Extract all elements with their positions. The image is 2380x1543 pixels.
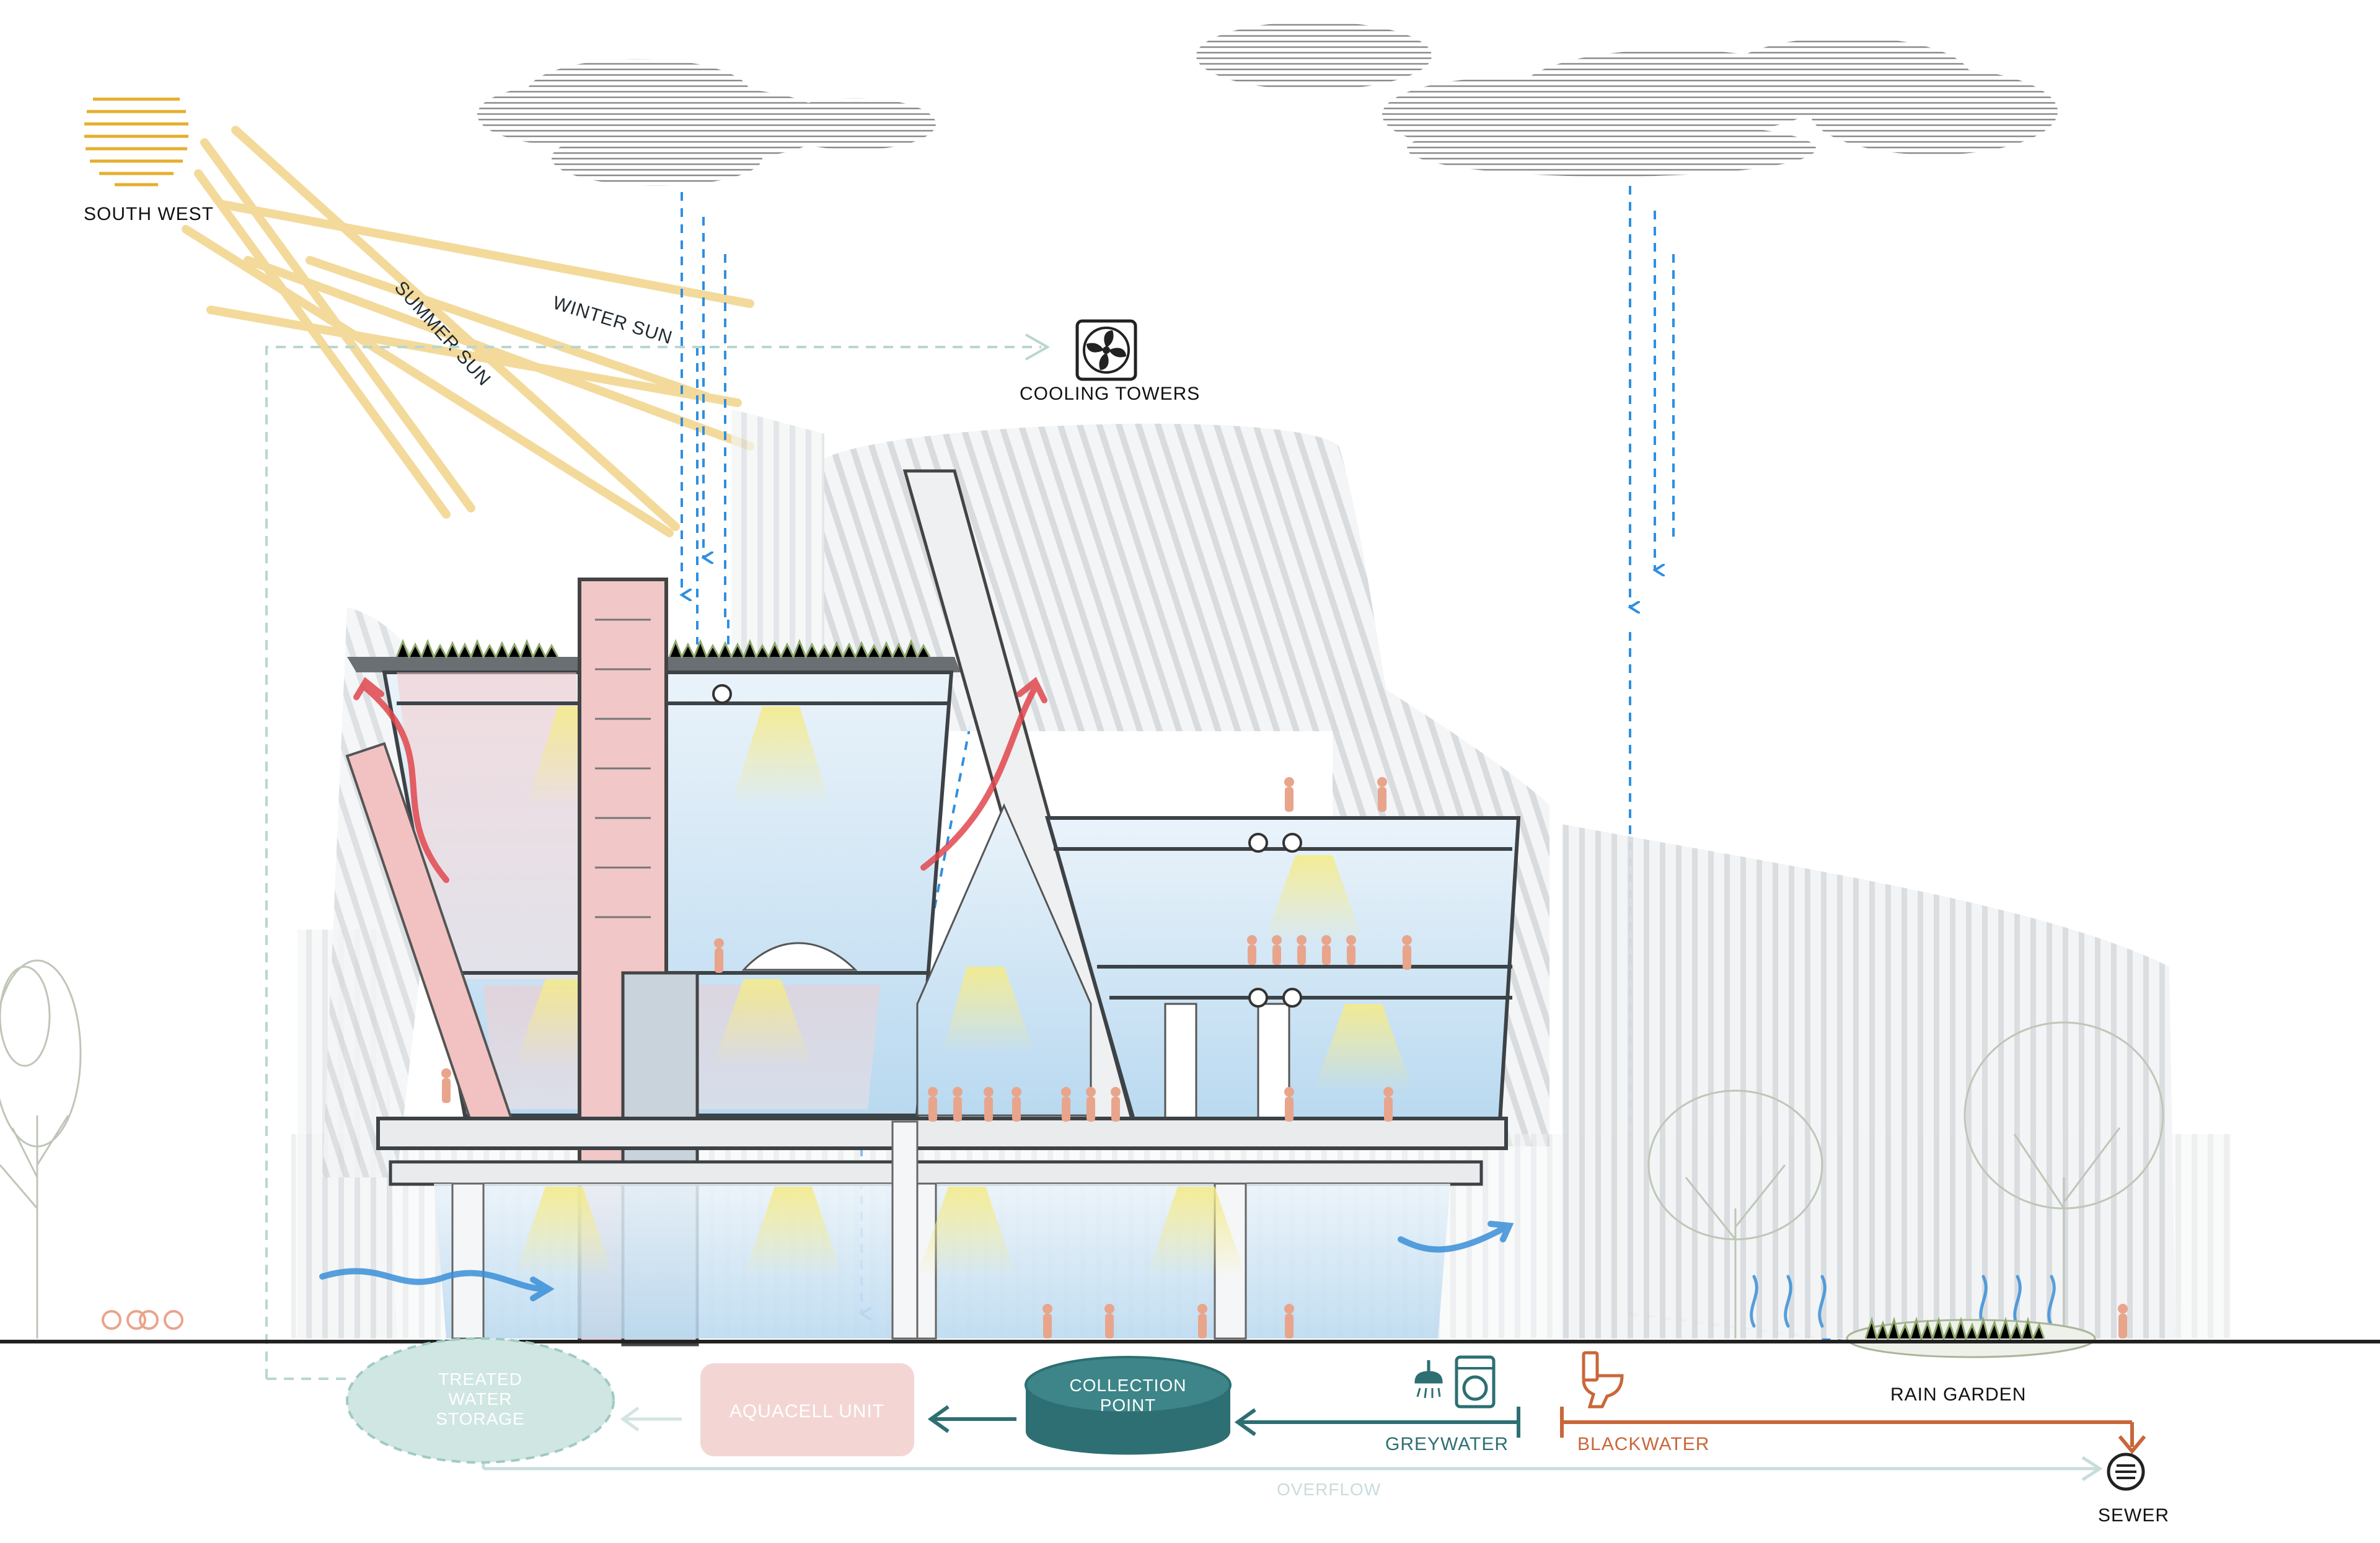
treated-water-label-2: WATER [449, 1389, 513, 1409]
building-section [345, 469, 1521, 1347]
treated-water-storage [346, 1337, 615, 1464]
blackwater-label: BLACKWATER [1577, 1434, 1709, 1454]
greywater-arrow-head [1234, 1408, 1256, 1436]
shower-icon [1414, 1360, 1443, 1399]
arrow-to-aquacell-head [927, 1405, 950, 1433]
treated-water-label-1: TREATED [438, 1369, 522, 1389]
greywater-label: GREYWATER [1385, 1434, 1509, 1454]
sun-rays [182, 126, 754, 537]
cyclists [102, 1310, 183, 1330]
drain-icon [2107, 1453, 2145, 1491]
sun-icon [84, 97, 188, 187]
arrow-to-storage-head [620, 1406, 640, 1432]
blackwater-arrow-head [2118, 1435, 2146, 1454]
cloud-right [1196, 22, 2058, 177]
cooling-path [265, 333, 1051, 1380]
aquacell-unit-label: AQUACELL UNIT [729, 1401, 884, 1422]
toilet-icon [1582, 1351, 1624, 1409]
rain-garden-label: RAIN GARDEN [1890, 1384, 2026, 1405]
fan-icon [1075, 319, 1137, 381]
treated-water-label-3: STORAGE [436, 1409, 524, 1428]
sewer-label: SEWER [2098, 1505, 2169, 1526]
hot-air-arrows [353, 677, 1047, 883]
direction-label: SOUTH WEST [84, 204, 214, 224]
collection-point [1025, 1356, 1232, 1455]
rain-garden [1846, 1316, 2096, 1358]
winter-sun-label: WINTER SUN [550, 292, 675, 348]
collection-point-label-1: COLLECTION [1070, 1376, 1187, 1395]
collection-point-label-2: POINT [1100, 1396, 1157, 1415]
people [441, 777, 2128, 1339]
washing-machine-icon [1455, 1355, 1496, 1409]
overflow-label: OVERFLOW [1277, 1480, 1381, 1499]
cloud-left [477, 59, 936, 186]
summer-sun-label: SUMMER SUN [390, 278, 495, 390]
cooling-towers-label: COOLING TOWERS [1020, 384, 1200, 404]
trees [0, 959, 2164, 1339]
aquacell-unit-box [700, 1363, 914, 1456]
overflow-arrow-head [2081, 1456, 2103, 1482]
